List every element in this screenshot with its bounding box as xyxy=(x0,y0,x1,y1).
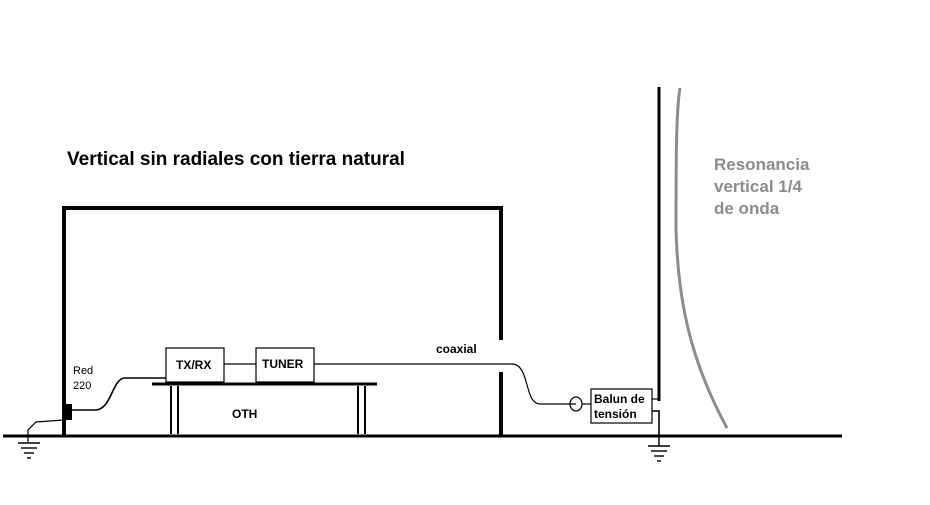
balun-label-1: Balun de xyxy=(594,392,645,406)
diagram-title: Vertical sin radiales con tierra natural xyxy=(67,149,405,170)
balun-label-2: tensión xyxy=(594,407,637,421)
balun-ground-wire xyxy=(652,410,660,436)
coaxial-cable xyxy=(314,363,576,405)
balun-box xyxy=(590,388,653,424)
wall-socket xyxy=(64,404,72,420)
table-leg-left xyxy=(170,386,179,434)
red-label-1: Red xyxy=(73,365,93,377)
ground-symbol-left xyxy=(18,442,40,459)
oth-label: OTH xyxy=(232,407,257,421)
txrx-box xyxy=(165,347,225,383)
resonance-label-2: vertical 1/4 xyxy=(714,177,802,196)
coaxial-label: coaxial xyxy=(436,342,477,356)
ground-symbol-right xyxy=(648,445,670,462)
txrx-label: TX/RX xyxy=(176,358,211,372)
mains-ground-wire xyxy=(27,419,65,442)
table-leg-right xyxy=(357,386,366,434)
resonance-curve xyxy=(674,87,729,429)
resonance-label-3: de onda xyxy=(714,199,780,218)
tuner-box xyxy=(255,347,315,383)
mains-cable xyxy=(70,377,166,411)
resonance-label-1: Resonancia xyxy=(714,155,810,174)
red-label-2: 220 xyxy=(73,380,91,392)
tuner-label: TUNER xyxy=(262,357,304,371)
house-outline xyxy=(62,206,503,436)
